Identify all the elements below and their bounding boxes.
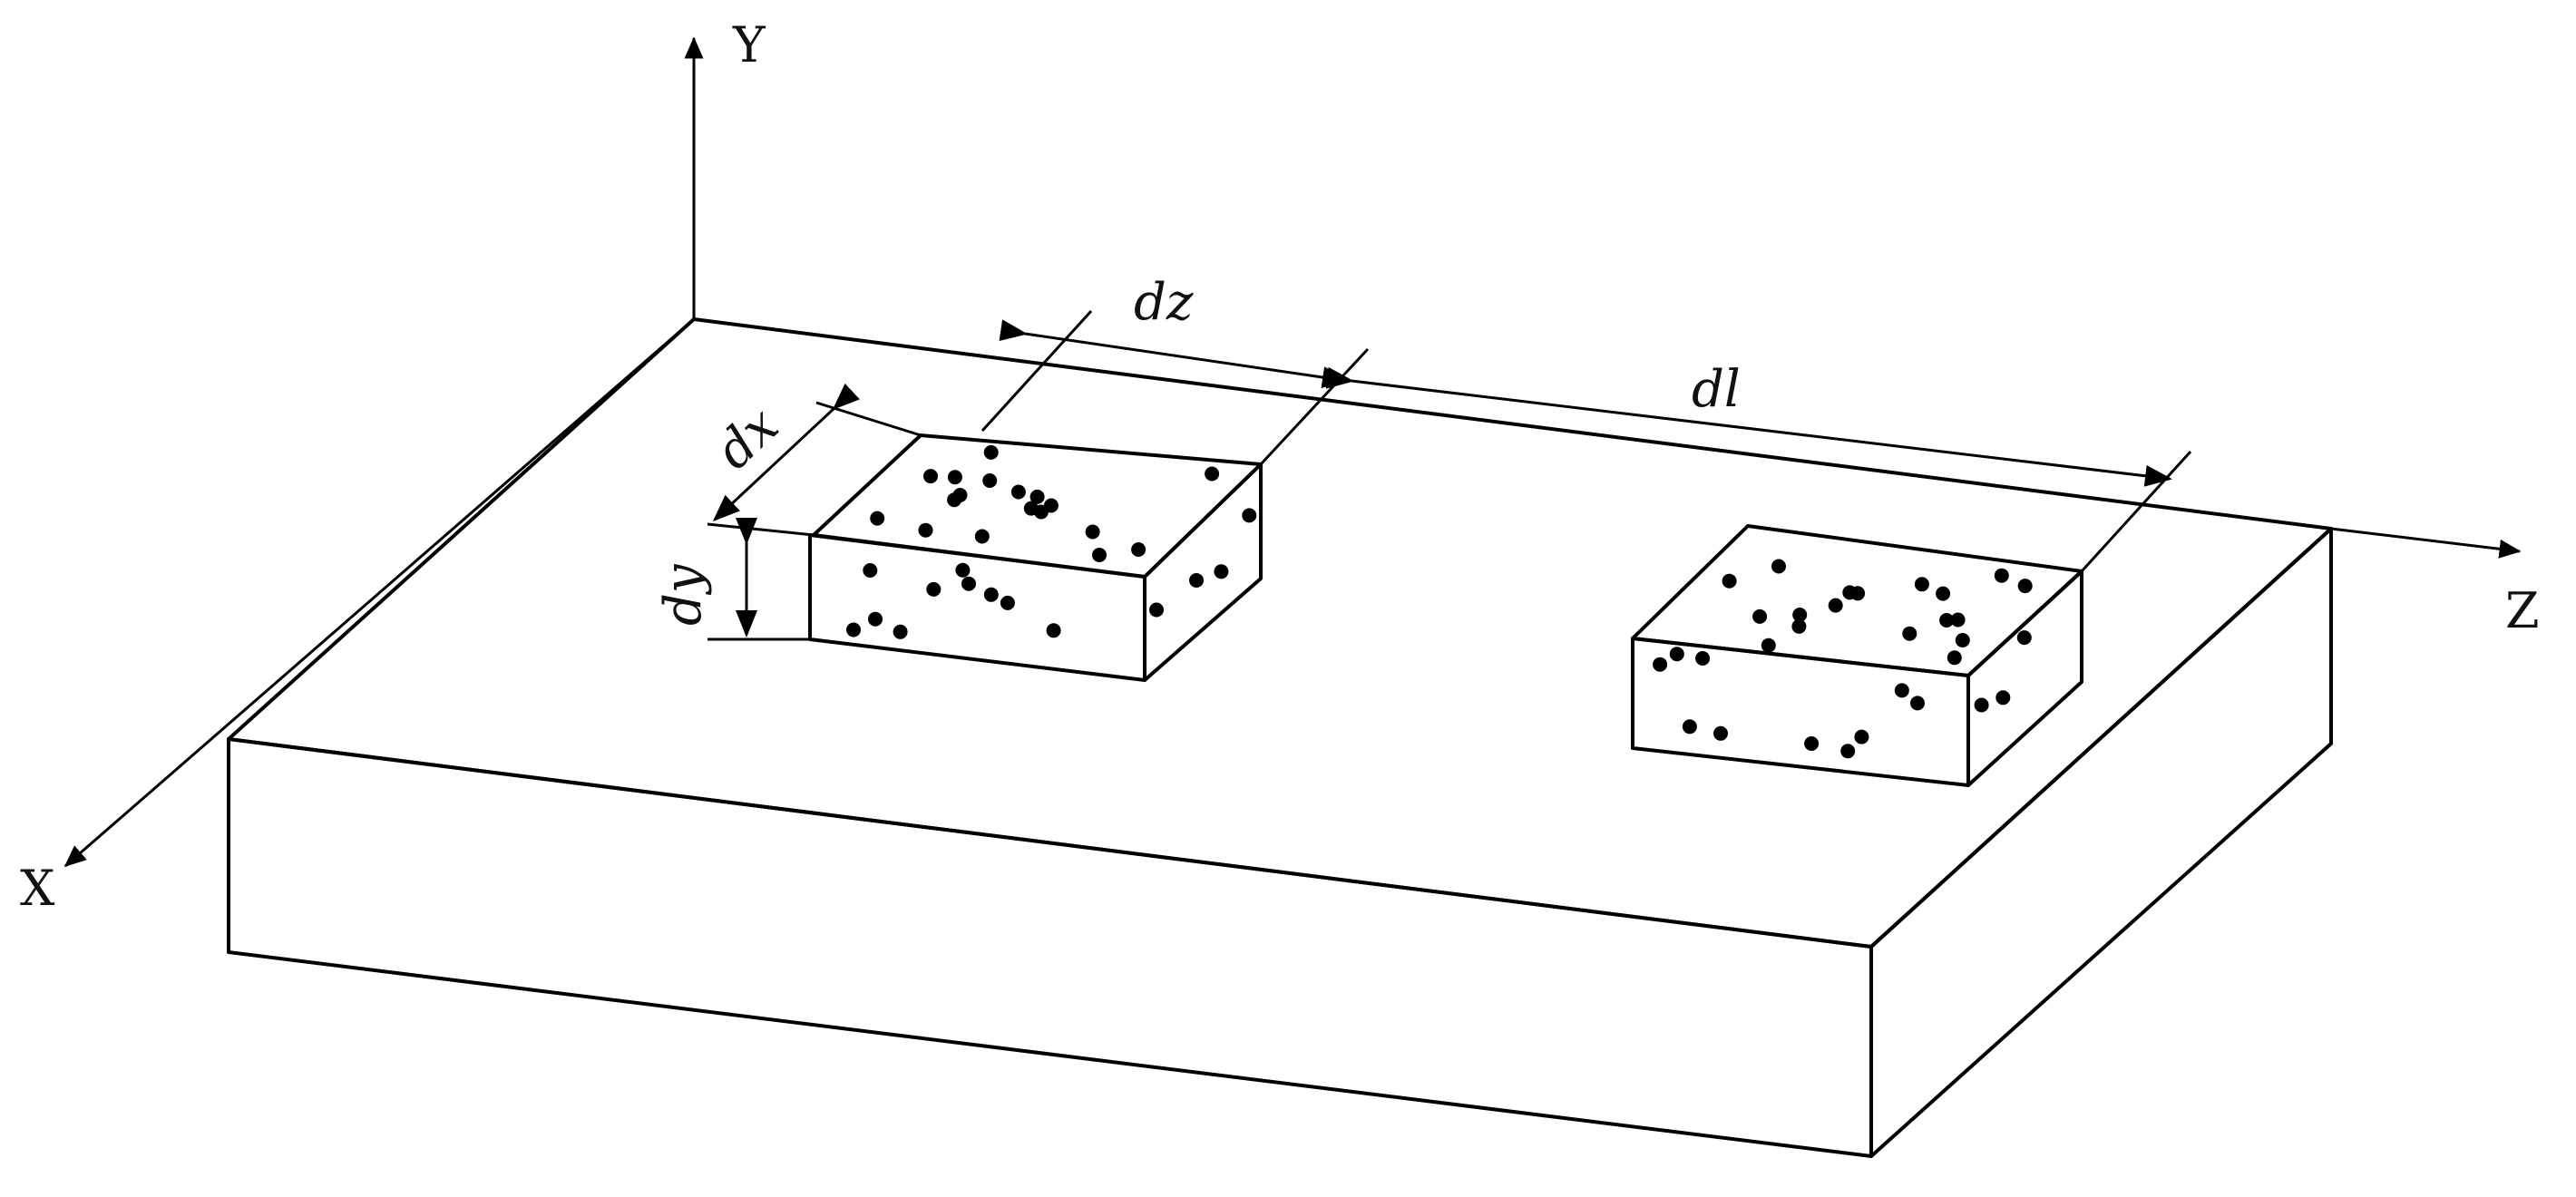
y-axis-label: Y xyxy=(732,16,766,73)
particle-dot xyxy=(1902,626,1917,641)
particle-dot xyxy=(1669,647,1684,662)
particle-dot xyxy=(1131,542,1147,557)
slab-front-face xyxy=(227,737,1873,1158)
particle-dot xyxy=(1914,577,1929,592)
slab-side-face xyxy=(1869,527,2333,1158)
particle-dot xyxy=(1792,608,1808,622)
particle-dot xyxy=(1894,683,1909,698)
particle-dot xyxy=(1033,504,1049,520)
dz-label: dz xyxy=(1134,273,1194,332)
particle-dot xyxy=(870,511,885,526)
particle-dot xyxy=(1653,657,1668,672)
particle-dot xyxy=(1149,602,1164,618)
particle-dot xyxy=(974,529,990,544)
particle-dot xyxy=(868,611,883,627)
particle-dot xyxy=(982,473,998,488)
particle-dot xyxy=(1029,489,1045,504)
particle-dot xyxy=(1828,598,1843,613)
particle-dot xyxy=(961,576,976,591)
particle-dot xyxy=(1854,729,1869,744)
particle-dot xyxy=(1947,650,1962,666)
particle-dot xyxy=(1000,595,1015,610)
particle-dot xyxy=(1850,586,1866,601)
particle-dot xyxy=(1936,586,1951,601)
particle-dot xyxy=(983,444,999,460)
particle-dot xyxy=(926,581,942,597)
block-right-dots xyxy=(1653,559,2033,759)
particle-dot xyxy=(1189,573,1204,588)
particle-dot xyxy=(1939,613,1955,628)
particle-dot xyxy=(923,469,938,484)
block-left-dots xyxy=(846,444,1257,639)
particle-dot xyxy=(1955,633,1970,647)
block-right xyxy=(1631,524,2083,787)
z-axis-label: Z xyxy=(2505,582,2540,639)
particle-dot xyxy=(1682,719,1697,735)
particle-dot xyxy=(955,562,971,578)
block-right-side xyxy=(1966,569,2083,787)
particle-dot xyxy=(1205,466,1220,482)
particle-dot xyxy=(1242,508,1257,523)
particle-dot xyxy=(1214,564,1229,579)
particle-dot xyxy=(2016,630,2032,646)
particle-dot xyxy=(918,522,933,538)
particle-dot xyxy=(1046,623,1061,638)
particle-dot xyxy=(1804,736,1820,751)
particle-dot xyxy=(1974,697,1989,713)
x-axis-label: X xyxy=(20,860,55,917)
dy-label: dy xyxy=(654,563,713,626)
particle-dot xyxy=(1752,608,1768,624)
particle-dot xyxy=(1995,690,2011,706)
particle-dot xyxy=(1713,725,1728,741)
particle-dot xyxy=(1695,651,1711,666)
block-left xyxy=(808,433,1263,682)
dx-dimension: dx xyxy=(705,383,922,522)
particle-dot xyxy=(1092,548,1107,562)
particle-dot xyxy=(1910,696,1925,711)
particle-dot xyxy=(846,622,861,637)
dx-label: dx xyxy=(705,396,790,482)
dl-label: dl xyxy=(1692,360,1741,419)
block-right-front xyxy=(1631,637,1970,787)
dl-dimension: dl xyxy=(1325,360,2192,573)
particle-dot xyxy=(1010,484,1026,500)
particle-dot xyxy=(1791,618,1807,634)
particle-dot xyxy=(1761,637,1776,653)
particle-dot xyxy=(1771,559,1786,574)
particle-dot xyxy=(983,587,999,602)
dy-dimension: dy xyxy=(654,518,815,641)
z-axis xyxy=(2330,527,2522,559)
particle-dot xyxy=(893,624,908,639)
particle-dot xyxy=(1950,612,1966,628)
particle-dot xyxy=(2017,579,2033,594)
particle-dot xyxy=(947,470,962,485)
particle-dot xyxy=(1840,744,1856,759)
particle-dot xyxy=(863,563,878,578)
block-left-side xyxy=(1143,462,1263,682)
x-axis xyxy=(63,317,695,868)
particle-dot xyxy=(1994,568,2009,583)
dz-dimension: dz xyxy=(981,273,1370,466)
particle-dot xyxy=(1722,573,1737,589)
particle-dot xyxy=(947,492,962,508)
particle-dot xyxy=(1085,524,1100,540)
